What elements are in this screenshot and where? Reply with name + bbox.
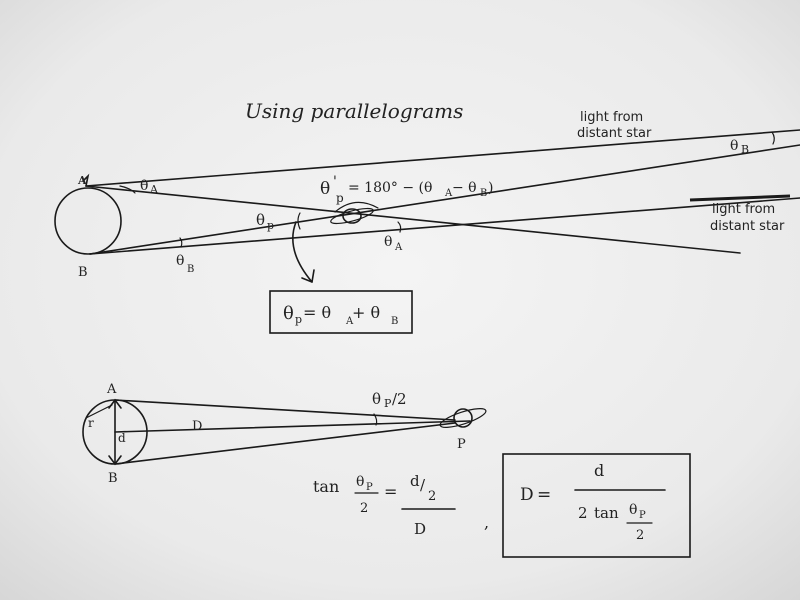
label-light-lower-2: distant star xyxy=(710,219,785,234)
theta-p-arc xyxy=(297,212,301,230)
svg-text:θ: θ xyxy=(629,502,637,518)
planet-bottom xyxy=(439,408,487,428)
svg-text:p: p xyxy=(267,219,274,232)
ray-bottom-b xyxy=(114,422,456,465)
svg-text:− θ: − θ xyxy=(452,180,477,196)
radius-line xyxy=(85,404,113,419)
label-light-upper-2: distant star xyxy=(577,126,652,141)
svg-text:A: A xyxy=(149,183,159,196)
svg-text:tan: tan xyxy=(594,504,619,522)
theta-b-left-arc xyxy=(179,237,183,248)
svg-text:/2: /2 xyxy=(392,390,407,408)
svg-text:P: P xyxy=(639,510,646,521)
svg-text:θ: θ xyxy=(320,179,330,199)
svg-text:d: d xyxy=(410,472,420,490)
svg-text:p: p xyxy=(336,191,344,205)
svg-text:,: , xyxy=(484,513,489,532)
tan-equation: tan θ P 2 = d / 2 D , xyxy=(313,472,489,538)
label-theta-b-right: θ B xyxy=(730,138,749,156)
boxed-equation-theta-p: θ p = θ A + θ B xyxy=(269,290,413,334)
theta-a-planet-arc xyxy=(397,221,402,233)
label-point-b-top: B xyxy=(78,265,88,280)
boxed-result-distance: D = d 2 tan θ P 2 xyxy=(502,453,691,558)
svg-text:θ: θ xyxy=(384,234,392,250)
label-theta-p-prime-equation: θ ' p = 180° − (θ A − θ B ) xyxy=(320,174,493,205)
label-theta-a: θ A xyxy=(140,178,159,196)
svg-text:A: A xyxy=(345,316,354,327)
svg-text:D: D xyxy=(520,485,534,505)
ray-b-to-star-lower xyxy=(89,197,800,255)
svg-text:2: 2 xyxy=(428,489,436,504)
svg-text:tan: tan xyxy=(313,477,339,496)
ray-a-to-star xyxy=(85,129,800,187)
label-radius: r xyxy=(88,416,94,430)
arrow-head-1 xyxy=(301,269,315,283)
svg-text:d: d xyxy=(594,461,604,480)
a-tick xyxy=(82,173,90,187)
svg-text:A: A xyxy=(444,188,453,199)
svg-text:B: B xyxy=(741,143,749,156)
label-point-a-top: A xyxy=(77,174,87,187)
svg-text:=: = xyxy=(384,482,397,501)
svg-text:θ: θ xyxy=(256,211,265,229)
svg-text:p: p xyxy=(295,313,302,326)
page-title: Using parallelograms xyxy=(245,99,463,123)
svg-text:P: P xyxy=(366,482,373,493)
svg-text:B: B xyxy=(480,188,487,199)
label-theta-p: θ p xyxy=(256,211,274,232)
arrow-to-boxed-eq xyxy=(292,221,313,283)
svg-text:θ: θ xyxy=(283,303,294,324)
svg-text:= 180° − (θ: = 180° − (θ xyxy=(348,180,432,196)
svg-text:2: 2 xyxy=(636,528,644,543)
svg-text:2: 2 xyxy=(578,504,588,522)
lower-star-stroke xyxy=(689,194,791,202)
label-theta-a-planet: θ A xyxy=(384,234,403,253)
svg-text:θ: θ xyxy=(372,390,381,408)
theta-b-right-arc xyxy=(771,131,775,145)
ray-b-to-star-upper xyxy=(89,144,800,255)
svg-text:θ: θ xyxy=(356,474,364,490)
svg-text:=: = xyxy=(537,485,551,505)
svg-text:P: P xyxy=(384,397,392,410)
earth-orbit-circle xyxy=(54,187,122,255)
theta-p-prime-arc xyxy=(334,201,379,213)
label-point-a-bottom: A xyxy=(106,382,117,397)
ray-bottom-a xyxy=(114,399,456,421)
svg-text:θ: θ xyxy=(176,253,184,269)
label-half-angle: θ P /2 xyxy=(372,390,407,410)
label-point-b-bottom: B xyxy=(108,471,118,486)
svg-text:D: D xyxy=(414,520,426,538)
label-theta-b-left: θ B xyxy=(176,253,194,275)
planet-top xyxy=(330,207,374,225)
ray-bottom-center xyxy=(114,420,471,433)
svg-text:A: A xyxy=(394,242,403,253)
ray-a-to-lower xyxy=(85,185,741,254)
theta-a-arc xyxy=(119,185,136,194)
svg-text:B: B xyxy=(391,316,398,327)
label-light-lower-1: light from xyxy=(712,202,775,217)
svg-text:= θ: = θ xyxy=(303,303,331,322)
label-planet-p: P xyxy=(457,437,466,452)
svg-text:B: B xyxy=(187,264,194,275)
svg-text:): ) xyxy=(488,180,493,196)
half-angle-arc xyxy=(373,413,378,426)
svg-text:θ: θ xyxy=(140,178,148,194)
svg-text:/: / xyxy=(420,476,426,494)
svg-text:θ: θ xyxy=(730,138,738,154)
svg-text:+ θ: + θ xyxy=(352,303,380,322)
svg-text:2: 2 xyxy=(360,501,368,516)
label-light-upper-1: light from xyxy=(580,110,643,125)
svg-text:': ' xyxy=(333,174,337,190)
label-distance: D xyxy=(192,419,202,434)
label-diameter: d xyxy=(118,431,126,445)
